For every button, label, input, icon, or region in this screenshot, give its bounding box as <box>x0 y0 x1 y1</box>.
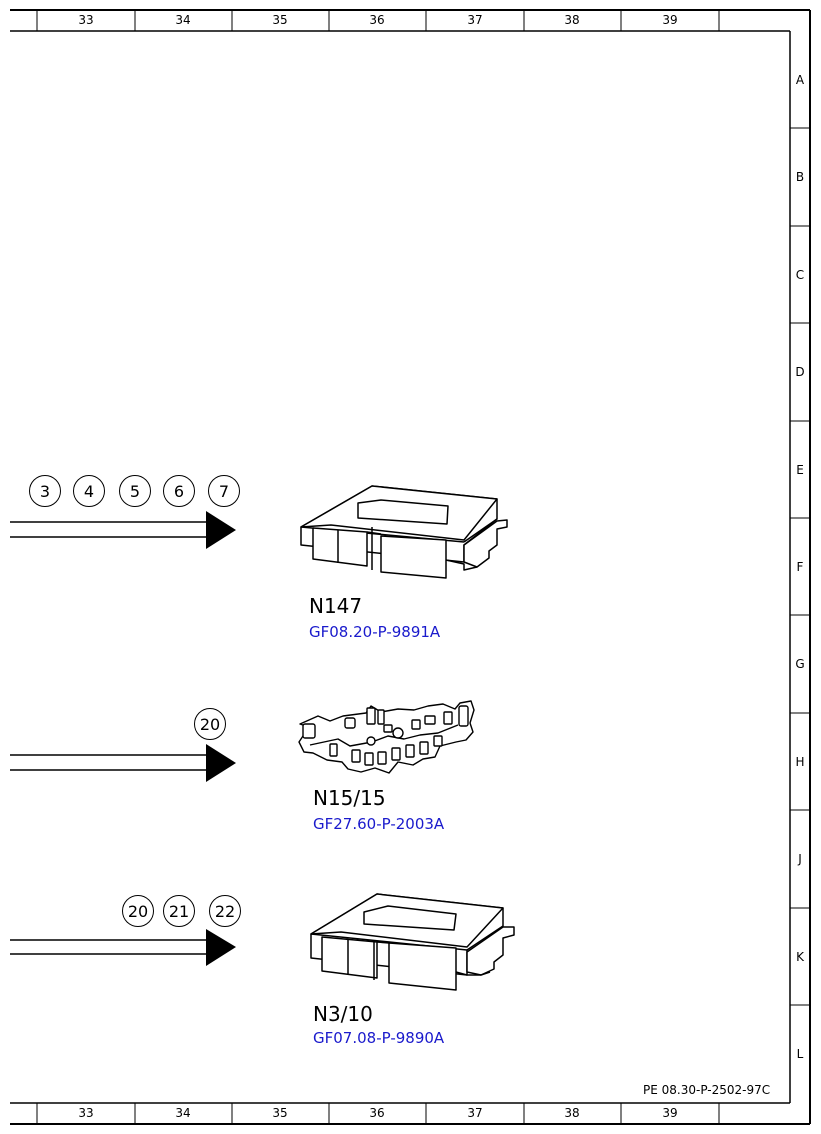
row-letter: G <box>795 657 805 671</box>
row-letter: J <box>798 852 802 866</box>
connection-arrow-1 <box>10 511 236 549</box>
connector-bubble[interactable]: 3 <box>29 475 61 507</box>
column-number: 34 <box>175 1106 191 1120</box>
row-letter: B <box>795 170 805 184</box>
column-number: 35 <box>272 1106 288 1120</box>
valve-body-plate-icon <box>298 700 475 774</box>
column-number: 35 <box>272 13 288 27</box>
component-name: N147 <box>309 594 363 618</box>
row-dividers <box>790 127 810 1006</box>
column-number: 37 <box>467 13 483 27</box>
column-number: 33 <box>78 1106 94 1120</box>
row-letter: E <box>796 463 804 477</box>
control-unit-box-icon <box>310 893 515 991</box>
connector-bubble[interactable]: 21 <box>163 895 195 927</box>
column-number: 39 <box>662 1106 678 1120</box>
connector-bubble[interactable]: 6 <box>163 475 195 507</box>
document-reference: PE 08.30-P-2502-97C <box>643 1083 771 1097</box>
row-letter: C <box>795 268 805 282</box>
column-number: 34 <box>175 13 191 27</box>
column-number: 36 <box>369 1106 385 1120</box>
control-unit-box-icon <box>300 485 508 579</box>
connector-bubble[interactable]: 20 <box>122 895 154 927</box>
connector-bubble[interactable]: 4 <box>73 475 105 507</box>
row-letter: A <box>795 73 805 87</box>
row-letter: F <box>796 560 804 574</box>
connector-bubble[interactable]: 20 <box>194 708 226 740</box>
arrowhead-icon <box>206 929 236 966</box>
row-letter: D <box>795 365 805 379</box>
connector-bubble[interactable]: 5 <box>119 475 151 507</box>
row-letter: H <box>795 755 805 769</box>
column-dividers <box>36 10 720 1124</box>
arrowhead-icon <box>206 744 236 782</box>
connection-arrow-3 <box>10 929 236 966</box>
component-doc-link[interactable]: GF08.20-P-9891A <box>309 623 441 641</box>
column-number: 39 <box>662 13 678 27</box>
row-letter: L <box>796 1047 804 1061</box>
arrowhead-icon <box>206 511 236 549</box>
connector-bubble[interactable]: 7 <box>208 475 240 507</box>
column-number: 36 <box>369 13 385 27</box>
connection-arrow-2 <box>10 744 236 782</box>
column-number: 37 <box>467 1106 483 1120</box>
connector-bubble[interactable]: 22 <box>209 895 241 927</box>
component-doc-link[interactable]: GF07.08-P-9890A <box>313 1029 445 1047</box>
component-name: N3/10 <box>313 1002 373 1026</box>
row-letter: K <box>796 950 804 964</box>
component-doc-link[interactable]: GF27.60-P-2003A <box>313 815 445 833</box>
component-name: N15/15 <box>313 786 386 810</box>
column-number: 38 <box>564 1106 580 1120</box>
column-number: 33 <box>78 13 94 27</box>
column-number: 38 <box>564 13 580 27</box>
